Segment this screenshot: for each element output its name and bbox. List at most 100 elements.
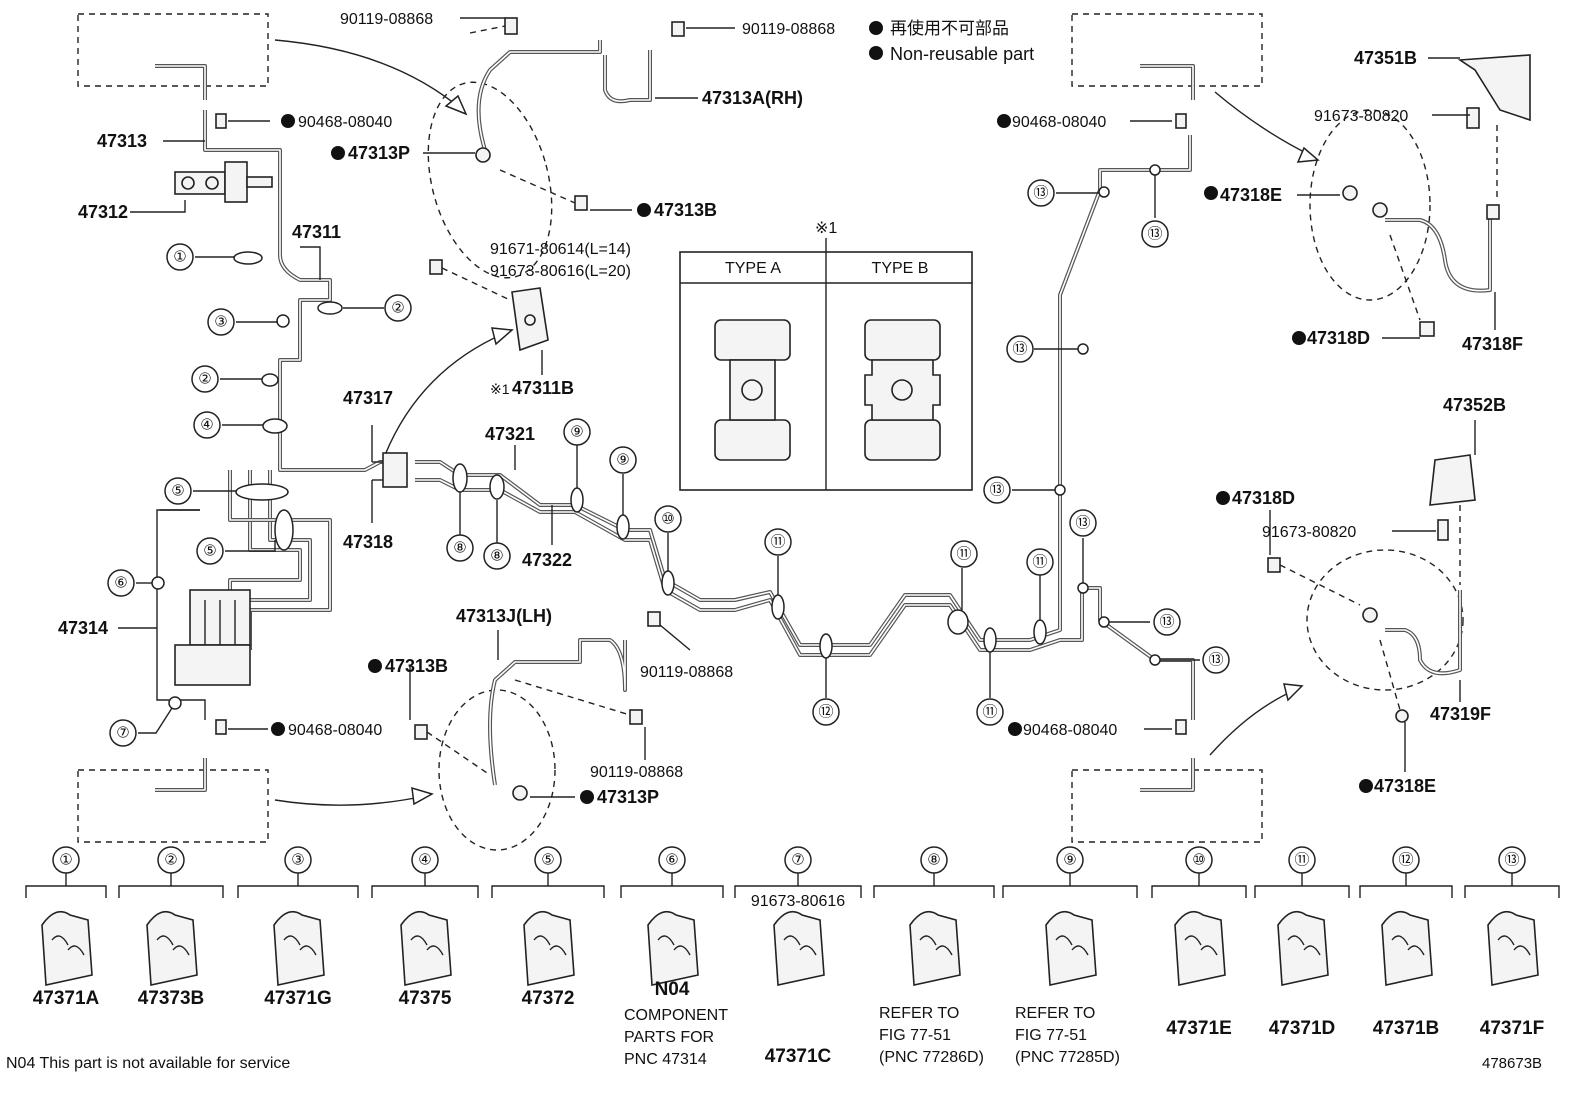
table-part-number: 47373B [138, 988, 205, 1009]
table-callout-text: ⑫ [1398, 852, 1413, 869]
svg-text:⑧: ⑧ [490, 548, 503, 565]
clamp-illustration [146, 910, 198, 986]
legend-jp: 再使用不可部品 [890, 18, 1009, 38]
table-part-number: 47371B [1373, 1018, 1440, 1039]
master-cylinder [174, 161, 273, 203]
clamp-illustration [773, 910, 825, 986]
clamp-illustration-detail [919, 935, 953, 956]
callout-13d: ⑬ [983, 476, 1011, 504]
svg-text:⑥: ⑥ [114, 575, 127, 592]
label-90119-b: 90119-08868 [742, 21, 835, 38]
callout-11d: ⑪ [1026, 548, 1054, 576]
clamp-illustration-detail [283, 935, 317, 956]
svg-text:⑤: ⑤ [171, 483, 184, 500]
table-note: REFER TO [1015, 1005, 1095, 1022]
callout-1: ① [166, 243, 194, 271]
svg-text:⑬: ⑬ [1159, 614, 1174, 631]
label-47322: 47322 [522, 550, 572, 570]
callout-13a: ⑬ [1027, 179, 1055, 207]
diagram-callouts: ① ② ③ ② ④ ⑤ ⑤ ⑥ ⑦ ⑧ ⑧ ⑨ ⑨ ⑩ ⑪ ⑫ ⑪ ⑪ ⑪ ⑬ … [107, 179, 1230, 747]
label-90468-c: 90468-08040 [1012, 114, 1106, 131]
table-bracket [1254, 885, 1350, 898]
table-part-number: 47371D [1269, 1018, 1336, 1039]
table-bracket [491, 885, 605, 898]
clamp-illustration [1045, 910, 1097, 986]
table-part-number: N04 [655, 979, 690, 1000]
callout-9a: ⑨ [563, 418, 591, 446]
label-47313B-top: 47313B [654, 200, 717, 220]
svg-text:⑧: ⑧ [453, 540, 466, 557]
callout-2b: ② [191, 365, 219, 393]
leader-lines [118, 17, 1496, 798]
table-part-number: 47371C [765, 1046, 832, 1067]
table-part-number: 47375 [399, 988, 452, 1009]
clamp-illustration [273, 910, 325, 986]
callout-13f: ⑬ [1153, 608, 1181, 636]
label-47321: 47321 [485, 424, 535, 444]
label-47313P-bot: 47313P [597, 787, 659, 807]
label-47313P-top: 47313P [348, 143, 410, 163]
label-90119-c: 90119-08868 [640, 664, 733, 681]
clamp-illustration-detail [1391, 935, 1425, 956]
callout-9b: ⑨ [609, 446, 637, 474]
table-note: FIG 77-51 [879, 1027, 951, 1044]
label-47319F: 47319F [1430, 704, 1491, 724]
svg-text:⑩: ⑩ [661, 511, 674, 528]
label-47313: 47313 [97, 131, 147, 151]
callout-13g: ⑬ [1202, 646, 1230, 674]
table-bracket [1359, 885, 1453, 898]
table-note: FIG 77-51 [1015, 1027, 1087, 1044]
label-90119-a: 90119-08868 [340, 11, 433, 28]
label-91673-b: 91673-80820 [1314, 108, 1408, 125]
svg-text:⑬: ⑬ [989, 482, 1004, 499]
callout-11c: ⑪ [976, 698, 1004, 726]
type-b-clamp [864, 319, 941, 461]
label-note-1: ※1 [490, 381, 510, 397]
hose-rear-right-wheel [1267, 454, 1476, 723]
area-box-front-right [1071, 13, 1263, 100]
clamp-illustration-detail [1287, 935, 1321, 956]
table-bracket [1464, 885, 1560, 898]
svg-text:⑨: ⑨ [570, 424, 583, 441]
callout-13c: ⑬ [1006, 335, 1034, 363]
label-91673-c: 91673-80820 [1262, 524, 1356, 541]
clamp-illustration-detail [1184, 935, 1218, 956]
callout-10: ⑩ [654, 505, 682, 533]
part-labels: 90119-08868 90119-08868 47313A(RH) 47313… [58, 11, 1523, 807]
callout-8b: ⑧ [483, 542, 511, 570]
table-part-number: 47372 [522, 988, 575, 1009]
callout-11a: ⑪ [764, 528, 792, 556]
callout-12: ⑫ [812, 698, 840, 726]
callout-13b: ⑬ [1141, 220, 1169, 248]
direction-arrows [274, 39, 1320, 806]
table-note: COMPONENT [624, 1007, 728, 1024]
type-box: ※1 TYPE A TYPE B [679, 220, 973, 491]
table-note: PARTS FOR [624, 1029, 714, 1046]
callout-2a: ② [384, 294, 412, 322]
clamp-markers [151, 164, 1161, 710]
table-note: (PNC 77285D) [1015, 1049, 1120, 1066]
table-note: (PNC 77286D) [879, 1049, 984, 1066]
table-part-number: 47371G [264, 988, 332, 1009]
label-91673-a: 91673-80616(L=20) [490, 263, 631, 280]
clamp-illustration-detail [156, 935, 190, 956]
hose-rear-left-wheel [414, 611, 661, 851]
table-bracket [237, 885, 359, 898]
label-47317: 47317 [343, 388, 393, 408]
svg-text:⑦: ⑦ [116, 725, 129, 742]
diagram-code: 478673B [1482, 1055, 1542, 1072]
svg-text:⑪: ⑪ [982, 704, 997, 721]
table-bracket [1002, 885, 1138, 898]
table-callout-text: ⑦ [791, 852, 804, 869]
label-47311: 47311 [292, 222, 341, 242]
svg-text:⑪: ⑪ [770, 534, 785, 551]
svg-text:⑨: ⑨ [616, 452, 629, 469]
svg-text:⑬: ⑬ [1075, 515, 1090, 532]
callout-6: ⑥ [107, 569, 135, 597]
table-bracket [873, 885, 995, 898]
svg-text:⑤: ⑤ [203, 543, 216, 560]
table-callout-text: ⑤ [541, 852, 554, 869]
table-bracket [620, 885, 724, 898]
label-47318D-top: 47318D [1307, 328, 1370, 348]
